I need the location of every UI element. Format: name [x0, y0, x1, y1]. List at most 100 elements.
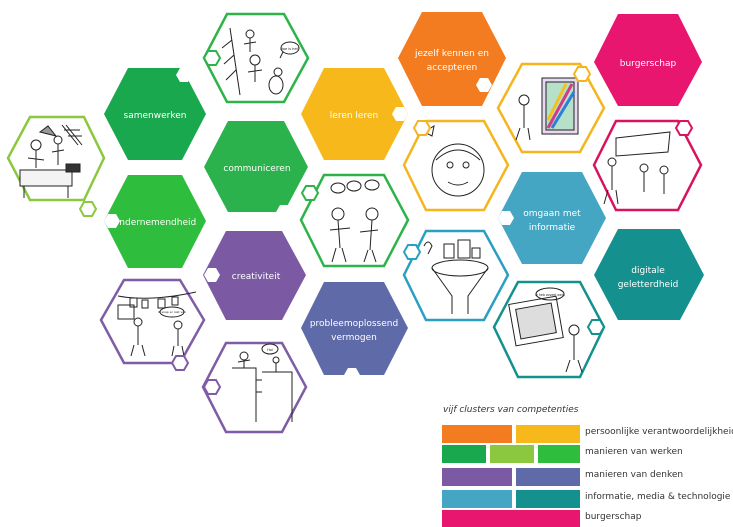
hex-label-line1: digitale: [631, 266, 665, 276]
hex-corner-marker: [674, 120, 694, 136]
illustration-computer-screen: Ik heb zoveel werk: [492, 280, 606, 379]
hex-label-line2: informatie: [529, 223, 576, 233]
hex-label: creativiteit: [232, 272, 281, 282]
hex-shape: [301, 282, 408, 375]
illustration-cliff-jump: Hoi: [201, 341, 308, 434]
hex-shape: [594, 14, 702, 106]
legend-label: manieren van denken: [585, 470, 684, 480]
illustration-head-thinking: [402, 119, 510, 212]
hex-label-line2: geletterdheid: [618, 280, 679, 290]
conversation-drawing: [329, 179, 380, 263]
legend-swatch: [516, 425, 580, 443]
legend-swatch: [490, 445, 534, 463]
hex-corner-marker: [412, 120, 432, 136]
hex-label-line1: probleemoplossend: [310, 319, 398, 329]
hex-corner-marker: [78, 201, 98, 217]
hex-label: ondernemendheid: [114, 218, 196, 228]
legend-swatch: [442, 425, 512, 443]
hex-outline: [299, 173, 410, 268]
protest-sign-drawing: [603, 131, 671, 205]
illustration-mirror: [496, 62, 606, 154]
hex-probleemoplossend-vermogen: probleemoplossend vermogen: [301, 282, 408, 382]
teamwork-drawing: [19, 124, 83, 198]
legend-swatch: [516, 468, 580, 486]
illustration-tree-climbers: Hoe is het?: [202, 12, 310, 104]
illustration-protest-sign: [592, 119, 703, 212]
legend-swatch: [516, 490, 580, 508]
bubble-tree: Hoe is het?: [280, 47, 300, 51]
laundry-line-drawing: [117, 291, 197, 357]
illustration-conversation: [299, 173, 410, 268]
hex-corner-marker: [202, 379, 222, 395]
legend-swatch: [442, 510, 580, 527]
hex-samenwerken: samenwerken: [104, 68, 206, 160]
hex-corner-marker: [104, 214, 120, 228]
hex-corner-marker: [204, 268, 220, 282]
hex-label: communiceren: [223, 164, 290, 174]
hex-digitale-geletterdheid: digitale geletterdheid: [594, 229, 704, 320]
cliff-jump-drawing: [232, 343, 293, 422]
hex-label-line2: accepteren: [427, 63, 477, 73]
tree-climbers-drawing: [221, 27, 300, 96]
legend-row-burgerschap: burgerschap: [442, 510, 732, 527]
legend-row-persoonlijke-verantwoordelijkheid: persoonlijke verantwoordelijkheid: [442, 425, 733, 443]
hex-shape: [594, 229, 704, 320]
illustration-teamwork: [6, 115, 106, 217]
hex-outline: [402, 119, 510, 212]
legend-row-manieren-van-werken: manieren van werken: [442, 445, 732, 463]
legend-swatch: [538, 445, 580, 463]
hex-communiceren: communiceren: [204, 121, 308, 219]
hex-corner-marker: [392, 107, 408, 121]
legend-swatch: [442, 490, 512, 508]
hex-label: burgerschap: [620, 59, 677, 69]
hex-corner-marker: [344, 368, 360, 382]
legend-label: manieren van werken: [585, 447, 683, 457]
hex-burgerschap: burgerschap: [594, 14, 702, 106]
head-thinking-drawing: [422, 124, 485, 197]
legend-label: persoonlijke verantwoordelijkheid: [585, 427, 733, 437]
hex-label-line1: omgaan met: [523, 209, 581, 219]
hex-corner-marker: [402, 244, 422, 260]
legend-label: burgerschap: [585, 512, 642, 522]
legend-swatch: [442, 445, 486, 463]
bubble-cliff: Hoi: [267, 348, 273, 352]
legend-title: vijf clusters van competenties: [443, 405, 579, 415]
hex-label-line2: vermogen: [331, 333, 377, 343]
hex-corner-marker: [176, 68, 192, 82]
legend-row-informatie-media-technologie: informatie, media & technologie: [442, 490, 732, 508]
legend-label: informatie, media & technologie: [585, 492, 731, 502]
hex-corner-marker: [572, 66, 592, 82]
hex-outline: [6, 115, 106, 202]
hex-jezelf-kennen-en-accepteren: jezelf kennen en accepteren: [398, 12, 506, 106]
mirror-drawing: [515, 77, 579, 141]
hex-shape: [204, 121, 308, 212]
hex-corner-marker: [498, 211, 514, 225]
hex-shape: [104, 175, 206, 268]
hex-leren-leren: leren leren: [301, 68, 408, 160]
hex-label-line1: jezelf kennen en: [414, 49, 489, 59]
hex-label: leren leren: [330, 111, 378, 121]
hex-shape: [498, 172, 606, 264]
hex-shape: [301, 68, 408, 160]
legend-row-manieren-van-denken: manieren van denken: [442, 468, 732, 486]
illustration-laundry-line: Ik snap er niet van: [99, 278, 206, 371]
funnel-drawing: [423, 239, 489, 314]
illustration-funnel: [402, 229, 510, 322]
hex-ondernemendheid: ondernemendheid: [104, 175, 206, 268]
hex-outline: [99, 278, 206, 365]
hex-corner-marker: [170, 355, 190, 371]
bubble-laundry: Ik snap er niet van: [158, 310, 186, 314]
hex-corner-marker: [276, 205, 292, 219]
hex-label: samenwerken: [124, 111, 187, 121]
hex-corner-marker: [202, 50, 222, 66]
hex-shape: [203, 231, 306, 320]
hex-corner-marker: [476, 78, 492, 92]
computer-screen-drawing: [508, 287, 583, 373]
hex-omgaan-met-informatie: omgaan met informatie: [498, 172, 606, 264]
hex-creativiteit: creativiteit: [203, 231, 306, 320]
bubble-screen: Ik heb zoveel werk: [535, 293, 565, 297]
hex-shape: [104, 68, 206, 160]
hex-corner-marker: [300, 185, 320, 201]
